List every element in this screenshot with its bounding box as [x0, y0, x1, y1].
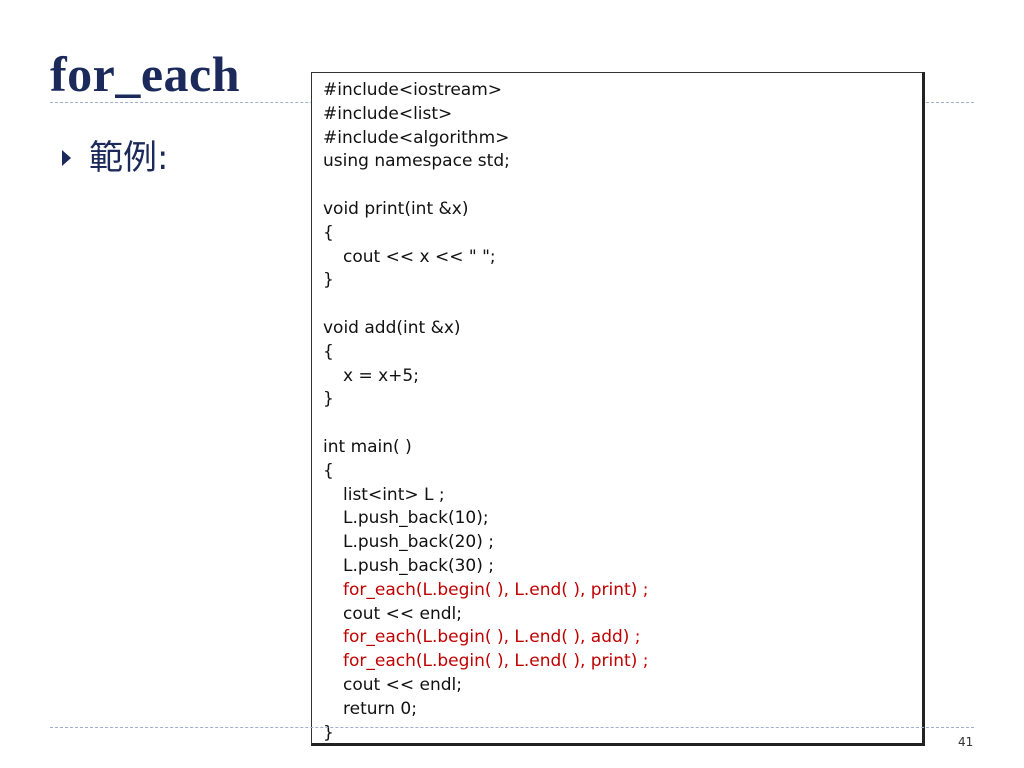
code-line: for_each(L.begin( ), L.end( ), add) ; — [343, 627, 641, 648]
bullet-item: 範例: — [62, 136, 168, 180]
code-line: { — [323, 460, 334, 481]
code-line: { — [323, 222, 334, 243]
triangle-bullet-icon — [62, 150, 71, 166]
code-line: } — [323, 389, 334, 410]
code-line: x = x+5; — [343, 365, 419, 386]
code-line: L.push_back(30) ; — [343, 555, 494, 576]
code-line: #include<iostream> — [323, 80, 503, 100]
bottom-divider — [50, 727, 974, 728]
code-line: } — [323, 270, 334, 291]
code-line: for_each(L.begin( ), L.end( ), print) ; — [343, 579, 649, 600]
code-line: void add(int &x) — [323, 317, 461, 338]
code-line: list<int> L ; — [343, 484, 445, 505]
code-line — [323, 293, 922, 317]
code-line: #include<list> — [323, 103, 453, 124]
code-line: L.push_back(10); — [343, 508, 489, 529]
code-line: using namespace std; — [323, 151, 510, 172]
code-line: void print(int &x) — [323, 198, 469, 219]
code-line: for_each(L.begin( ), L.end( ), print) ; — [343, 651, 649, 672]
bullet-label: 範例: — [89, 138, 169, 178]
page-number: 41 — [958, 735, 974, 749]
code-line: #include<algorithm> — [323, 127, 510, 148]
code-line: L.push_back(20) ; — [343, 532, 494, 553]
code-line — [323, 174, 922, 198]
code-line: cout << endl; — [343, 603, 462, 624]
code-line: } — [323, 722, 334, 743]
code-line: return 0; — [343, 698, 417, 719]
code-line — [323, 412, 922, 436]
code-listing: #include<iostream> #include<list> #include… — [311, 72, 925, 746]
code-line: cout << endl; — [343, 674, 462, 695]
slide-title: for_each — [50, 46, 241, 102]
code-line: { — [323, 341, 334, 362]
code-line: cout << x << " "; — [343, 246, 496, 267]
code-line: int main( ) — [323, 436, 412, 457]
